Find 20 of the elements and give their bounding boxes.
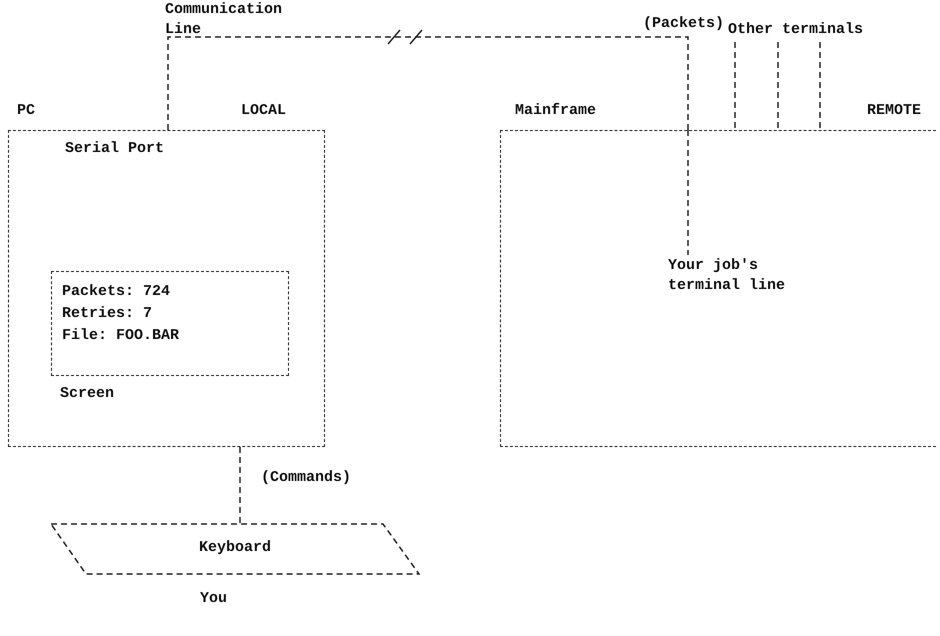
node-text: Mainframe: [515, 101, 596, 121]
connector-line: [819, 42, 821, 130]
node-text: File: FOO.BAR: [62, 326, 180, 346]
node-text: Keyboard: [198, 538, 272, 558]
node-text: Serial Port: [65, 139, 164, 159]
node-text: REMOTE: [867, 101, 922, 121]
connector-line: [239, 447, 241, 523]
connector-line: [734, 42, 736, 130]
connector-line: [687, 130, 689, 255]
node-text: PC: [17, 101, 36, 121]
node-text: Other terminals: [728, 20, 864, 40]
node-text: Screen: [60, 384, 114, 404]
connector-line: [777, 42, 779, 130]
line-label: Communication Line: [165, 0, 284, 40]
node-caption: You: [200, 589, 228, 609]
connector-line: [167, 36, 689, 130]
node-text: Packets: 724: [62, 282, 170, 302]
node-text: Your job's terminal line: [668, 256, 786, 296]
node-text: Retries: 7: [62, 304, 152, 324]
node-text: LOCAL: [241, 101, 286, 121]
